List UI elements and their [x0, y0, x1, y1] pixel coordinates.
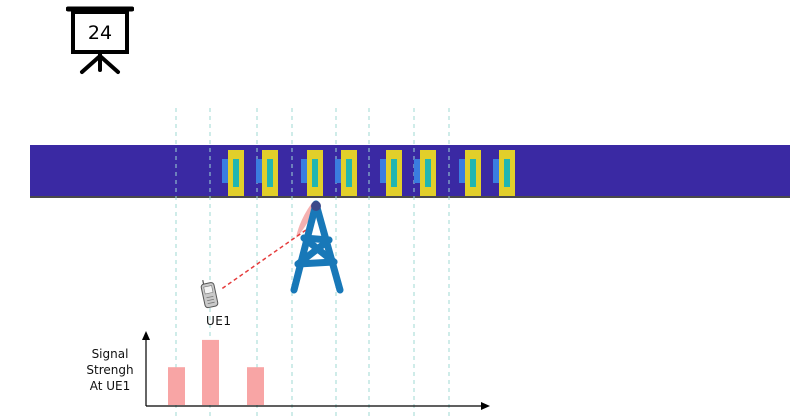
y-axis-label: Signal Strengh At UE1 [86, 347, 134, 393]
beam-band [30, 145, 790, 197]
bar-1 [168, 367, 185, 405]
ue-label: UE1 [206, 314, 232, 328]
mobile-phone-icon [200, 280, 219, 309]
beam-4 [335, 150, 357, 196]
band-shadow [30, 196, 790, 198]
beam-7 [459, 150, 481, 196]
slide-number: 24 [87, 22, 113, 44]
beam-2 [256, 150, 278, 196]
signal-link-line [219, 229, 307, 291]
beam-8 [493, 150, 515, 196]
bars-group [168, 339, 264, 405]
cell-tower-icon [290, 200, 344, 294]
beam-6 [414, 150, 436, 196]
bar-3 [247, 367, 264, 405]
beam-3 [301, 150, 323, 196]
y-axis-arrow [142, 331, 150, 340]
x-axis-arrow [481, 402, 490, 410]
beam-5 [380, 150, 402, 196]
beam-1 [222, 150, 244, 196]
presentation-board-icon [66, 6, 134, 74]
bar-2 [202, 339, 219, 405]
